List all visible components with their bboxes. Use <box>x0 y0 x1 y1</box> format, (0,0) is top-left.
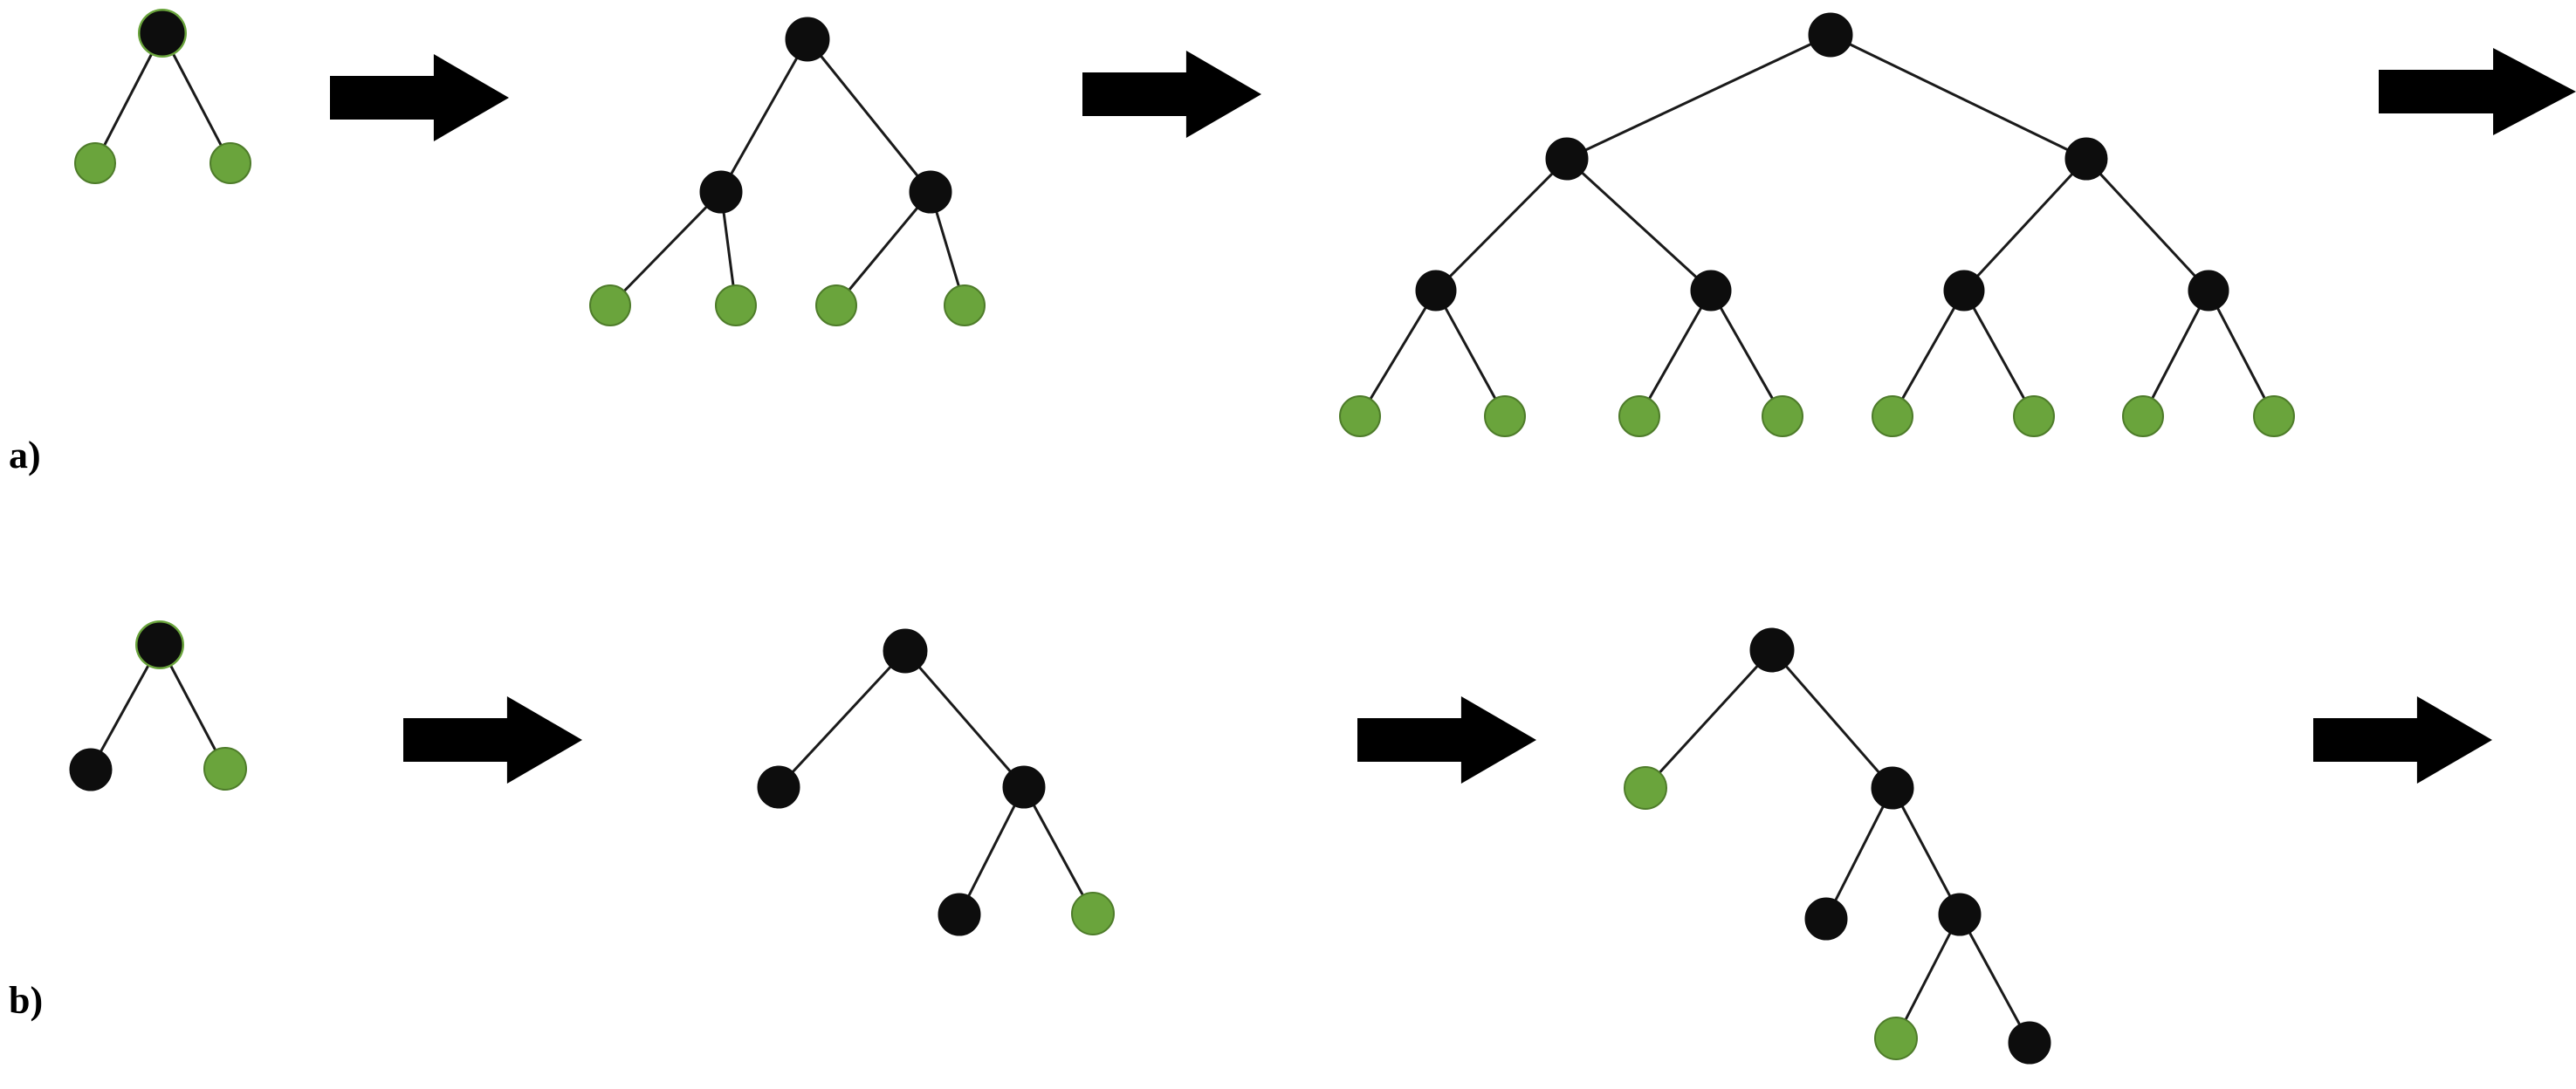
tree-node-black[interactable] <box>1415 270 1457 312</box>
tree-partial-3 <box>1624 627 2051 1065</box>
tree-node-green[interactable] <box>74 142 116 184</box>
tree-edge <box>1565 33 1832 161</box>
tree-node-green[interactable] <box>1339 395 1381 437</box>
tree-partial-2 <box>757 628 1115 936</box>
tree-edge <box>1434 157 1569 292</box>
tree-edge <box>2207 289 2276 418</box>
right-arrow-icon <box>1082 51 1261 138</box>
tree-edge <box>1644 648 1774 790</box>
diagram-layers <box>69 9 2576 1065</box>
tree-node-black[interactable] <box>137 622 182 668</box>
tree-node-green[interactable] <box>210 142 251 184</box>
tree-edge <box>903 649 1026 789</box>
tree-edge <box>1891 289 1966 418</box>
tree-node-black[interactable] <box>2188 270 2229 312</box>
tree-node-green[interactable] <box>2122 395 2164 437</box>
tree-edge <box>608 190 723 307</box>
tree-edge <box>806 38 932 194</box>
tree-edge <box>958 785 1026 916</box>
row-a <box>74 9 2576 437</box>
tree-nodes <box>74 9 251 184</box>
tree-depth-2 <box>589 17 986 326</box>
tree-node-black[interactable] <box>1943 270 1985 312</box>
tree-node-black[interactable] <box>1938 893 1982 936</box>
tree-edge <box>1962 157 2088 292</box>
tree-node-green[interactable] <box>1624 766 1667 810</box>
tree-node-green[interactable] <box>715 284 757 326</box>
tree-edge <box>1358 289 1438 418</box>
tree-node-black[interactable] <box>1690 270 1732 312</box>
tree-node-black[interactable] <box>1002 765 1046 809</box>
tree-node-black[interactable] <box>938 893 981 936</box>
tree-node-green[interactable] <box>589 284 631 326</box>
tree-edge <box>1022 785 1095 915</box>
right-arrow-icon <box>2379 48 2576 135</box>
tree-node-green[interactable] <box>203 747 247 791</box>
tree-node-green[interactable] <box>2253 395 2295 437</box>
tree-depth-3 <box>1339 12 2295 437</box>
tree-node-black[interactable] <box>699 170 743 214</box>
tree-edge <box>1824 786 1894 921</box>
tree-depth-1 <box>74 9 251 184</box>
tree-node-green[interactable] <box>944 284 986 326</box>
tree-edge <box>719 38 809 194</box>
tree-nodes <box>1339 12 2295 437</box>
tree-node-black[interactable] <box>909 170 952 214</box>
tree-node-green[interactable] <box>2013 395 2055 437</box>
tree-node-black[interactable] <box>883 628 928 674</box>
tree-node-green[interactable] <box>815 284 857 326</box>
tree-node-green[interactable] <box>1071 892 1115 935</box>
panel-label-a: a) <box>9 434 41 476</box>
tree-node-green[interactable] <box>1762 395 1803 437</box>
tree-edge <box>2085 157 2210 292</box>
tree-edge <box>1770 648 1894 790</box>
tree-node-black[interactable] <box>1545 137 1589 181</box>
tree-node-black[interactable] <box>1808 12 1853 58</box>
tree-node-black[interactable] <box>2064 137 2108 181</box>
tree-node-black[interactable] <box>2008 1021 2051 1065</box>
tree-edge <box>2141 289 2210 418</box>
tree-edge <box>1638 289 1713 418</box>
tree-node-black[interactable] <box>140 10 185 56</box>
tree-edge <box>1565 157 1713 292</box>
tree-nodes <box>1624 627 2051 1065</box>
tree-edges <box>1358 33 2276 418</box>
tree-nodes <box>757 628 1115 936</box>
tree-edge <box>161 31 232 165</box>
panel-label-b: b) <box>9 979 44 1022</box>
tree-node-black[interactable] <box>1804 897 1848 941</box>
tree-partial-1 <box>69 620 247 791</box>
tree-edge <box>1962 289 2036 418</box>
tree-edge <box>1434 289 1507 418</box>
tree-node-black[interactable] <box>1749 627 1795 673</box>
tree-node-green[interactable] <box>1618 395 1660 437</box>
right-arrow-icon <box>330 54 509 141</box>
tree-edges <box>608 38 966 307</box>
right-arrow-icon <box>2313 696 2492 784</box>
tree-node-black[interactable] <box>785 17 830 62</box>
tree-nodes <box>589 17 986 326</box>
tree-nodes <box>69 620 247 791</box>
tree-node-black[interactable] <box>1871 766 1914 810</box>
tree-node-green[interactable] <box>1874 1017 1918 1060</box>
right-arrow-icon <box>1357 696 1536 784</box>
tree-node-black[interactable] <box>757 765 800 809</box>
tree-edge <box>777 649 907 789</box>
tree-edge <box>1894 913 1961 1040</box>
tree-edge <box>1958 913 2031 1044</box>
tree-node-black[interactable] <box>69 748 113 791</box>
tree-edge <box>1709 289 1784 418</box>
row-b <box>69 620 2492 1065</box>
tree-edge <box>835 190 932 307</box>
tree-edges <box>1644 648 2031 1044</box>
tree-edge <box>1829 33 2088 161</box>
tree-edges <box>777 649 1095 916</box>
right-arrow-icon <box>403 696 582 784</box>
tree-node-green[interactable] <box>1872 395 1913 437</box>
tree-edge <box>1891 786 1961 916</box>
tree-node-green[interactable] <box>1484 395 1526 437</box>
